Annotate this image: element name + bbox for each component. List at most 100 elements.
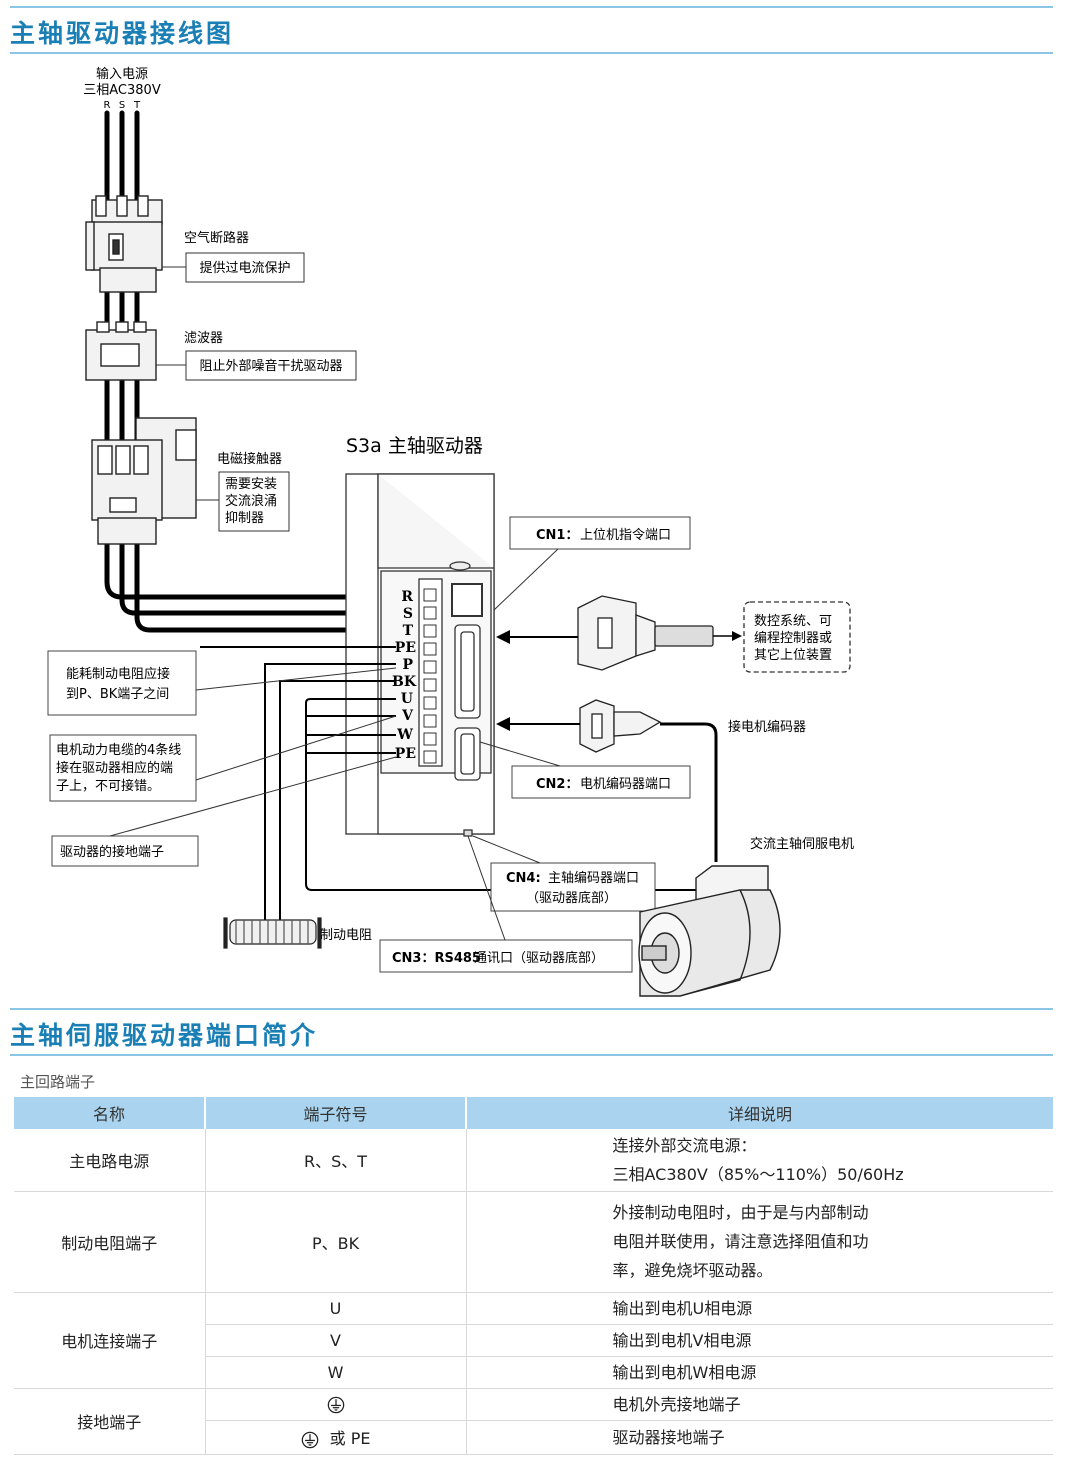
brake-note-line2: 到P、BK端子之间 xyxy=(66,687,169,702)
section-header-wiring: 主轴驱动器接线图 xyxy=(10,6,1053,54)
ground-or-pe-label: 或 PE xyxy=(329,1429,371,1448)
motor-cable-note-line2: 接在驱动器相应的端 xyxy=(56,760,173,776)
driver-wiring xyxy=(200,646,730,925)
cn3-code: CN3：RS485 xyxy=(392,951,481,966)
cn1-box xyxy=(509,516,691,550)
table-row: 或 PE 驱动器接地端子 xyxy=(14,1420,1053,1455)
ground-symbol-icon xyxy=(327,1396,344,1414)
cn3-pointer xyxy=(467,835,506,941)
host-device-line1: 数控系统、可 xyxy=(754,614,832,629)
host-device-line2: 编程控制器或 xyxy=(754,631,832,646)
terminal-w: W xyxy=(396,727,413,743)
row-brake-symbol: P、BK xyxy=(205,1191,467,1293)
row-ground-name: 接地端子 xyxy=(14,1388,206,1455)
cn2-arrowhead xyxy=(496,717,510,731)
cn3-box xyxy=(379,939,633,973)
phase-s-label: S xyxy=(119,100,125,111)
air-breaker-device xyxy=(85,195,163,293)
motor-cable-note-line1: 电机动力电缆的4条线 xyxy=(56,742,181,758)
phase-t-label: T xyxy=(133,100,141,111)
motor-label: 交流主轴伺服电机 xyxy=(750,836,854,852)
table-row: 主电路电源 R、S、T 连接外部交流电源： 三相AC380V（85%～110%）… xyxy=(14,1129,1053,1192)
cn2-text: 电机编码器端口 xyxy=(580,777,671,792)
cn4-box xyxy=(490,862,656,912)
host-device-line3: 其它上位装置 xyxy=(754,647,832,663)
row-motor-u-desc: 输出到电机U相电源 xyxy=(466,1292,1053,1325)
cn2-code: CN2： xyxy=(536,777,578,792)
filter-name: 滤波器 xyxy=(184,331,223,346)
contactor-note-box xyxy=(218,471,290,532)
terminal-p: P xyxy=(402,657,413,673)
cn1-code: CN1： xyxy=(536,528,578,543)
noise-filter-device xyxy=(85,321,157,381)
cn1-text: 上位机指令端口 xyxy=(580,528,671,543)
cn1-arrowhead xyxy=(496,630,510,644)
header-bottom-rule xyxy=(10,52,1053,54)
wiring-diagram: 输入电源 三相AC380V R S T 空气断路器 提供过电流保护 滤波器 阻止… xyxy=(47,66,854,997)
cn1-pointer xyxy=(493,548,559,611)
spindle-motor xyxy=(638,865,781,997)
section-header-ports: 主轴伺服驱动器端口简介 xyxy=(10,1008,1053,1056)
cn2-connector xyxy=(579,699,662,753)
header2-bottom-rule xyxy=(10,1054,1053,1056)
brake-note-line1: 能耗制动电阻应接 xyxy=(66,666,170,682)
row-power-desc: 连接外部交流电源： 三相AC380V（85%～110%）50/60Hz xyxy=(466,1129,1053,1192)
resistor-label: 制动电阻 xyxy=(320,928,372,943)
terminal-bk: BK xyxy=(392,674,417,690)
table-row: W 输出到电机W相电源 xyxy=(14,1356,1053,1389)
terminal-v: V xyxy=(401,708,414,724)
section-title-ports: 主轴伺服驱动器端口简介 xyxy=(10,1021,319,1050)
table-row: 电机连接端子 U 输出到电机U相电源 xyxy=(14,1292,1053,1389)
breaker-name: 空气断路器 xyxy=(184,230,249,246)
terminal-pe-2: PE xyxy=(395,746,416,762)
ground-note: 驱动器的接地端子 xyxy=(60,844,164,860)
header2-top-rule xyxy=(10,1008,1053,1010)
table-row: V 输出到电机V相电源 xyxy=(14,1324,1053,1357)
breaker-note: 提供过电流保护 xyxy=(199,260,290,276)
brake-resistor xyxy=(223,917,322,949)
contactor-note-line1: 需要安装 xyxy=(225,477,277,492)
port-table: 名称 端子符号 详细说明 主电路电源 R、S、T 连接外部交流电源： 三相AC3… xyxy=(14,1097,1053,1455)
power-input-spec: 三相AC380V xyxy=(83,83,161,98)
three-phase-wires xyxy=(104,110,399,633)
section-title-wiring: 主轴驱动器接线图 xyxy=(10,19,235,48)
row-power-name: 主电路电源 xyxy=(14,1129,206,1192)
filter-note: 阻止外部噪音干扰驱动器 xyxy=(199,358,342,374)
driver-unit xyxy=(345,473,495,837)
cn4-sub: （驱动器底部） xyxy=(526,890,617,906)
encoder-label: 接电机编码器 xyxy=(728,719,806,735)
table-row: 制动电阻端子 P、BK 外接制动电阻时，由于是与内部制动 电阻并联使用，请注意选… xyxy=(14,1191,1053,1293)
contactor-note-line3: 抑制器 xyxy=(225,511,264,526)
row-brake-desc-line1: 外接制动电阻时，由于是与内部制动 xyxy=(612,1203,869,1222)
row-ground-motor-symbol xyxy=(205,1388,467,1421)
row-brake-desc-line2: 电阻并联使用，请注意选择阻值和功 xyxy=(612,1232,869,1251)
row-ground-motor-desc: 电机外壳接地端子 xyxy=(466,1388,1053,1421)
row-motor-v-symbol: V xyxy=(205,1324,467,1357)
row-brake-desc: 外接制动电阻时，由于是与内部制动 电阻并联使用，请注意选择阻值和功 率，避免烧坏… xyxy=(466,1191,1053,1293)
ground-note-pointer xyxy=(109,756,397,837)
cn4-code: CN4: xyxy=(506,871,541,886)
brake-note-pointer xyxy=(195,667,397,691)
row-brake-desc-line3: 率，避免烧坏驱动器。 xyxy=(612,1261,773,1280)
driver-title: S3a 主轴驱动器 xyxy=(346,435,483,457)
table-row: 接地端子 电机外壳接地端子 xyxy=(14,1388,1053,1455)
terminal-t: T xyxy=(403,623,414,639)
contactor-name: 电磁接触器 xyxy=(217,451,282,467)
cn2-box xyxy=(511,765,691,799)
row-ground-driver-symbol: 或 PE xyxy=(205,1420,467,1455)
row-power-desc-line2: 三相AC380V（85%～110%）50/60Hz xyxy=(612,1164,904,1184)
row-motor-w-symbol: W xyxy=(205,1356,467,1389)
header-name: 名称 xyxy=(14,1097,206,1129)
terminal-s: S xyxy=(403,606,413,622)
motor-cable-note-line3: 子上，不可接错。 xyxy=(56,778,160,794)
row-motor-name: 电机连接端子 xyxy=(14,1292,206,1389)
ground-note-box xyxy=(51,835,199,867)
contactor-device xyxy=(91,417,197,545)
row-ground-driver-desc: 驱动器接地端子 xyxy=(466,1420,1053,1455)
motor-cable-pointer xyxy=(195,715,397,781)
header-desc: 详细说明 xyxy=(466,1097,1053,1129)
host-device-box xyxy=(743,601,851,673)
terminal-screws xyxy=(423,588,437,764)
cn3-text: 通讯口（驱动器底部） xyxy=(474,950,604,966)
cn4-text: 主轴编码器端口 xyxy=(548,871,639,886)
